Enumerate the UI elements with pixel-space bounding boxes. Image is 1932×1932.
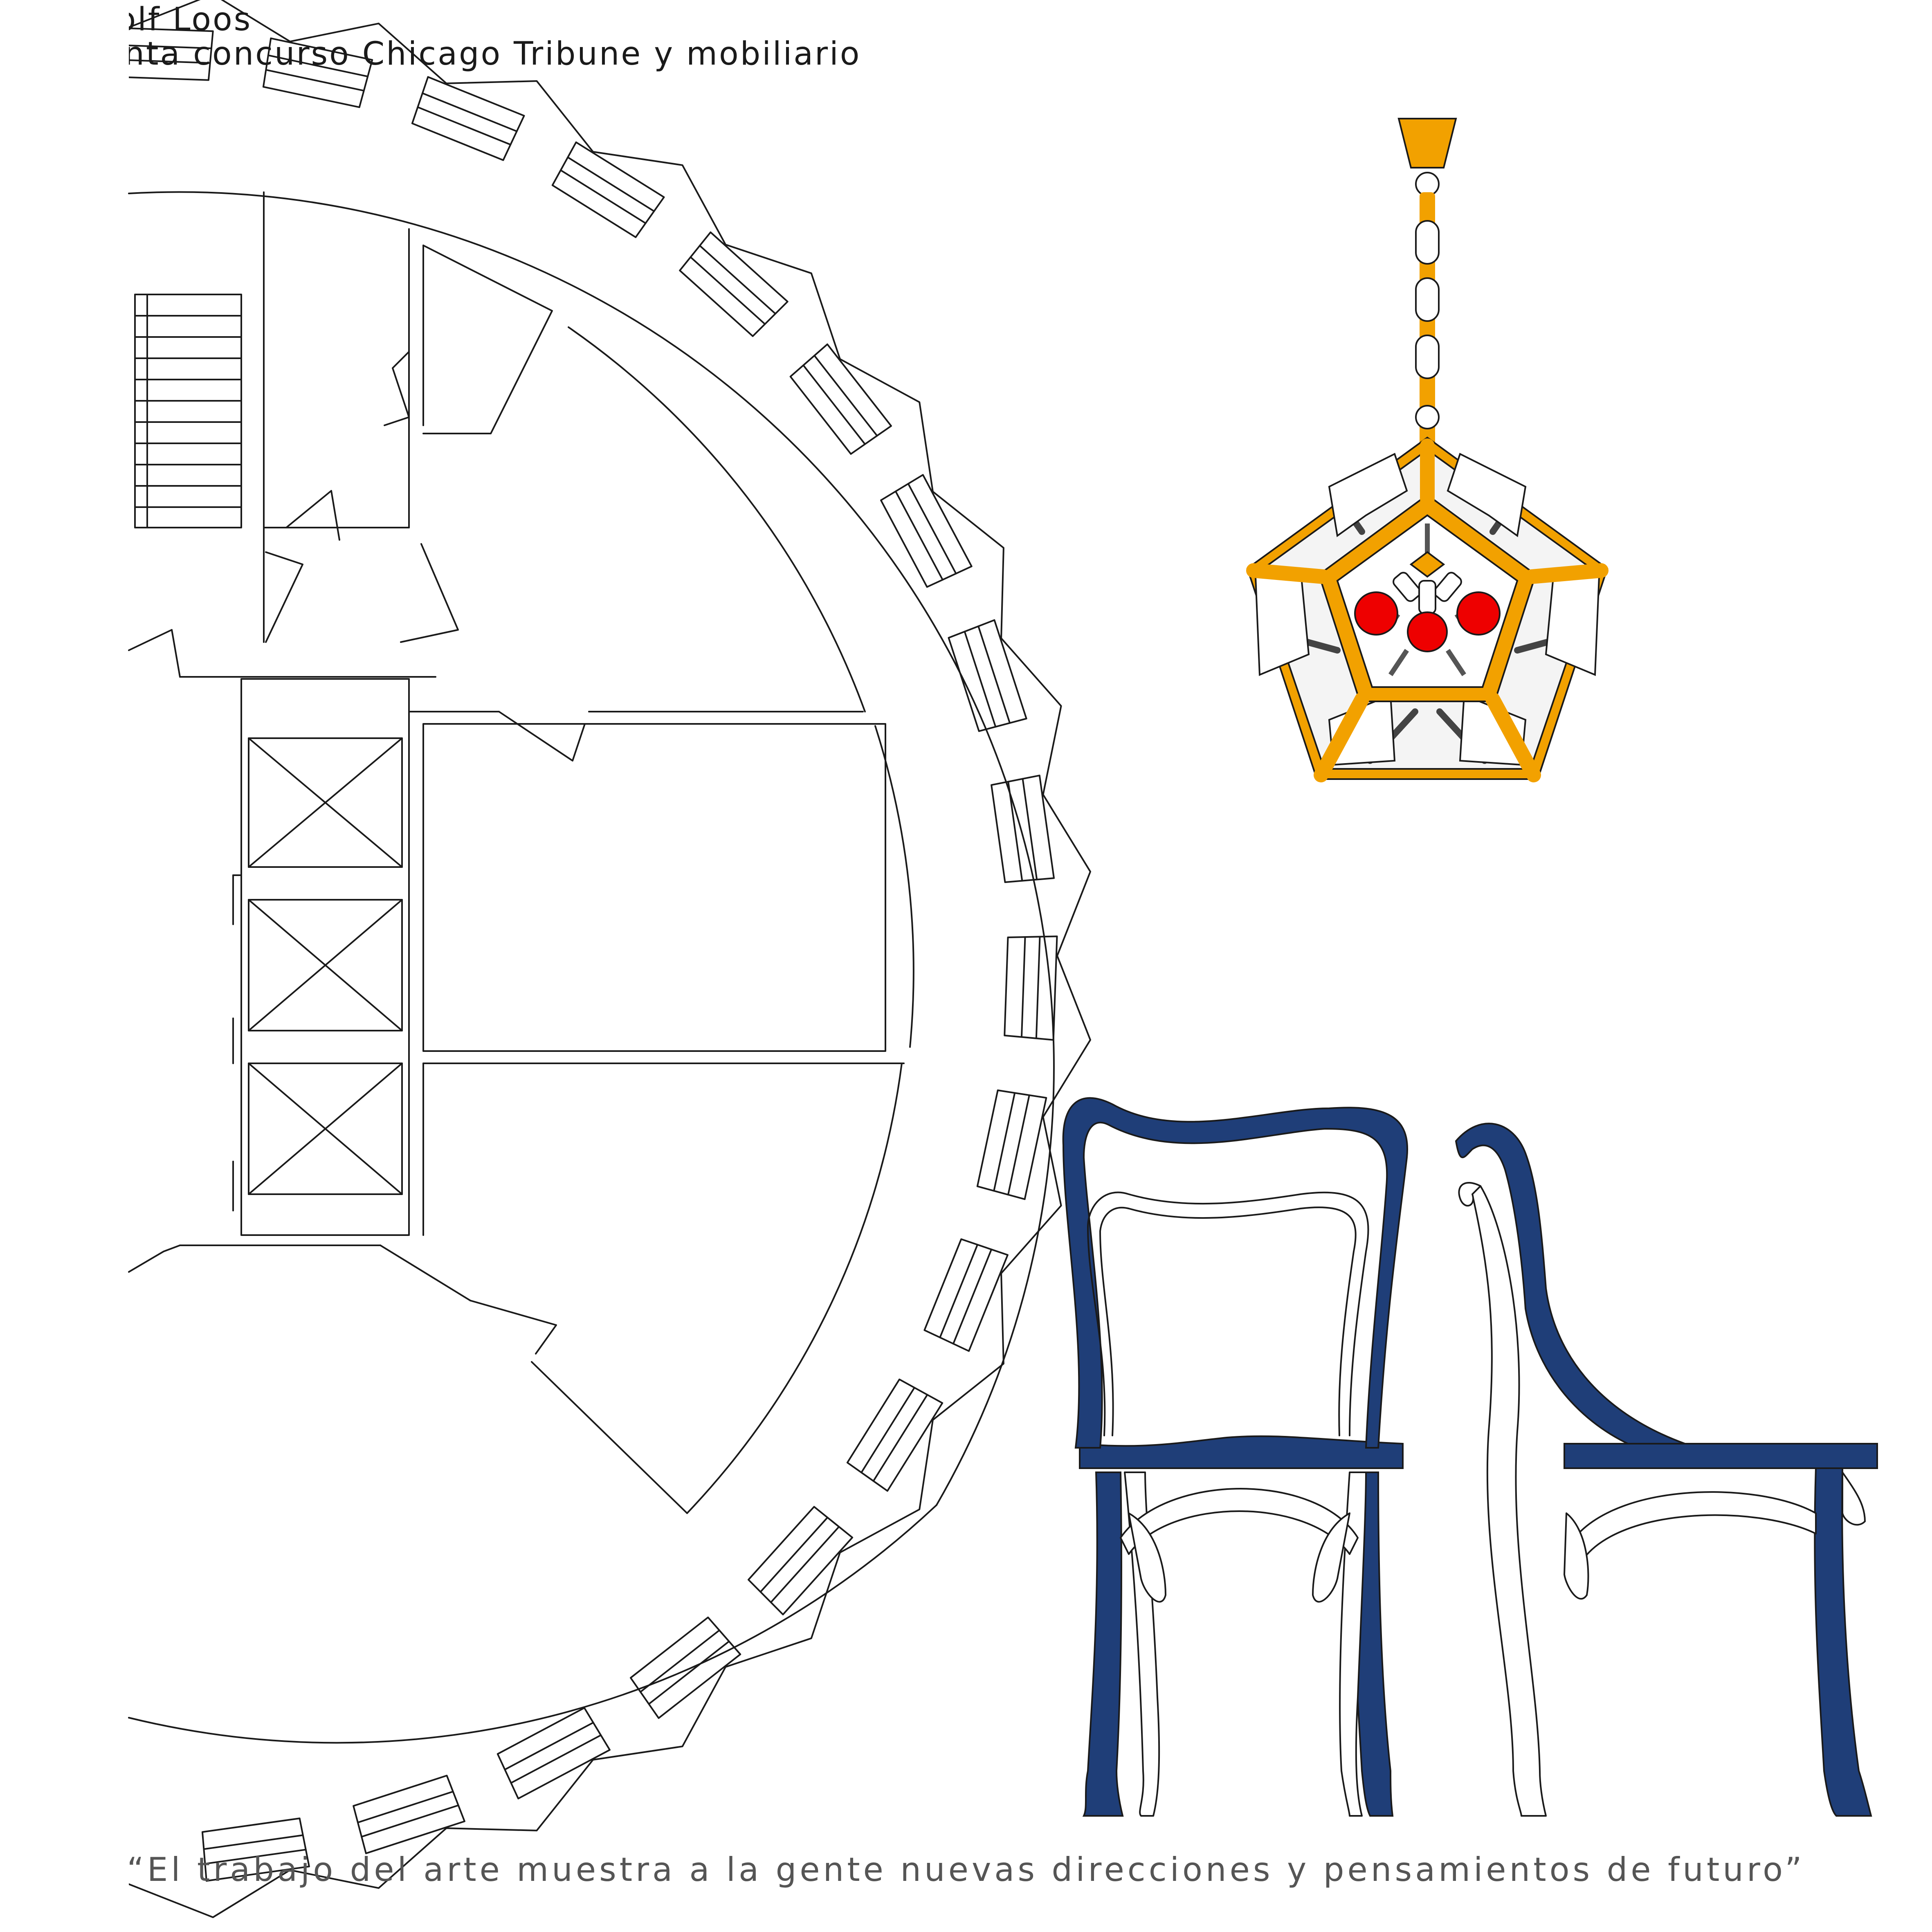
facade-window [923,1238,1009,1352]
bulb-holder [1393,551,1462,614]
facade-window-mullion [1022,778,1038,881]
facade-window-mullion [690,256,766,325]
facade-window [496,1707,611,1799]
facade-window [976,1089,1047,1200]
chair-side-seat-rail [1564,1443,1878,1469]
facade-window-mullion [560,169,647,224]
floor-plan [0,0,1091,1932]
chair-front-stretcher [1120,1488,1359,1555]
chair-side-back-leg [1471,1185,1547,1817]
chair-front-view [1062,1097,1409,1817]
facade-window-mullion [813,355,878,437]
facade-window-mullion [699,245,776,315]
drawing-subtitle: Planta concurso Chicago Tribune y mobili… [72,36,861,72]
staircase [134,294,242,528]
facade-window [991,775,1055,883]
facade-window [748,1506,854,1615]
facade-window-mullion [1035,936,1041,1039]
quote-caption: “El trabajo del arte muestra a la gente … [127,1851,1805,1889]
facade-window-mullion [567,156,655,212]
elevator-shaft-1 [248,737,403,868]
facade-window-mullion [894,490,944,581]
pendant-lamp [1246,118,1609,782]
facade-window [846,1378,944,1492]
chair-side-stretcher [1566,1491,1817,1567]
facade-window [551,141,665,238]
facade-window-mullion [770,1526,840,1603]
interior-partitions [128,191,905,1514]
facade-window [411,76,525,161]
facade-window [1004,935,1058,1041]
facade-window [262,37,373,108]
facade-window-mullion [802,364,866,445]
facade-window-mullion [204,1849,307,1865]
facade-window-mullion [1007,1094,1030,1196]
facade-window-mullion [417,106,512,146]
chair-front-seat-rail [1079,1435,1404,1469]
facade-window-mullion [422,92,518,133]
facade-bays [0,0,1091,1932]
facade-window [630,1616,741,1719]
chair-front-backrest [1062,1097,1409,1449]
lamp-canopy [1397,118,1457,168]
plan-cut-edge [0,0,129,1932]
facade-window-mullion [203,1834,304,1850]
title-block: Adolf Loos Planta concurso Chicago Tribu… [72,2,861,71]
facade-window [880,474,973,588]
facade-window-mullion [964,631,997,728]
facade-window-mullion [1007,781,1023,882]
facade-outline [128,0,1091,1918]
facade-window [789,343,892,455]
chair-front-left-leg [1082,1471,1124,1817]
facade-window [948,619,1027,732]
facade-window-mullion [267,54,369,77]
facade-window-mullion [759,1516,829,1593]
inner-ring-walls [128,191,1055,1744]
outer-windows [1254,453,1600,766]
facade-window-mullion [361,1804,459,1838]
facade-window-mullion [510,1734,602,1784]
service-core [232,678,410,1236]
facade-window [679,231,789,337]
facade-window-mullion [907,483,957,575]
facade-window-mullion [860,1387,915,1474]
facade-window [353,1775,465,1854]
facade-window-mullion [977,625,1011,724]
facade-window-mullion [265,69,365,92]
chair-side-view [1455,1123,1878,1817]
facade-window-mullion [993,1092,1016,1192]
lamp-dodecahedron [1246,436,1609,782]
facade-window-mullion [952,1249,993,1345]
facade-window-mullion [504,1721,594,1770]
facade-window-mullion [648,1640,730,1705]
facade-window-mullion [640,1629,720,1693]
stair-treads [134,294,242,528]
light-bulbs [1354,591,1501,652]
facade-window-mullion [357,1790,454,1824]
chair-front-backrest-inner [1087,1191,1369,1436]
elevator-shaft-2 [248,899,403,1031]
facade-window-mullion [939,1244,979,1339]
facade-window-mullion [1020,936,1026,1038]
facade-window [201,1817,310,1882]
elevator-shaft-3 [248,1063,403,1195]
chair-side-front-leg [1814,1467,1872,1817]
facade-window-mullion [872,1394,928,1482]
